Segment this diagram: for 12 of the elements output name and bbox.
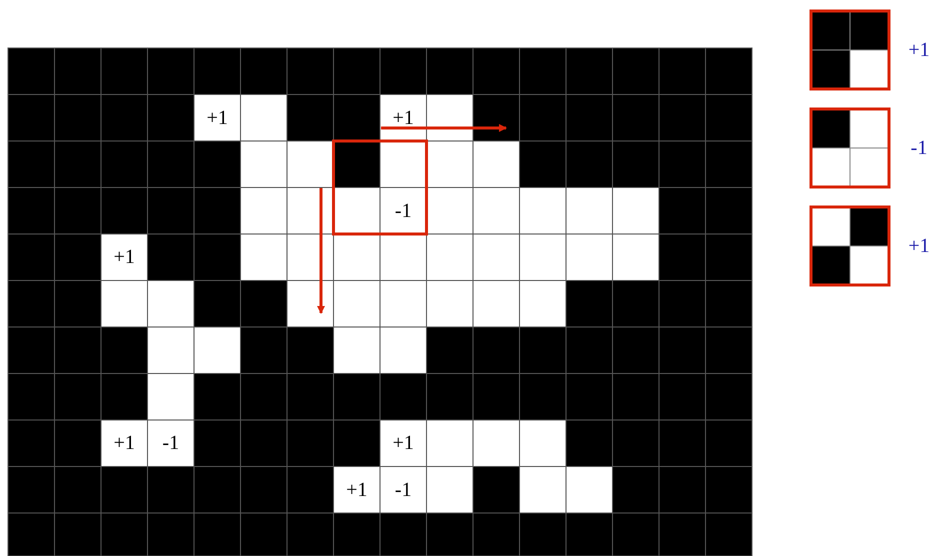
cell-value: +1 (392, 106, 414, 129)
cell-value: -1 (394, 478, 412, 501)
cell-value: +1 (346, 478, 368, 501)
pattern-value: +1 (908, 235, 930, 257)
cell-value: +1 (392, 432, 414, 454)
cell-value: -1 (394, 200, 412, 222)
pattern-value: +1 (908, 39, 930, 61)
cell-value: -1 (162, 432, 180, 454)
pattern-value: -1 (910, 137, 928, 159)
cell-value: +1 (114, 432, 135, 454)
cell-value: +1 (114, 246, 135, 268)
cell-value: +1 (206, 106, 228, 129)
